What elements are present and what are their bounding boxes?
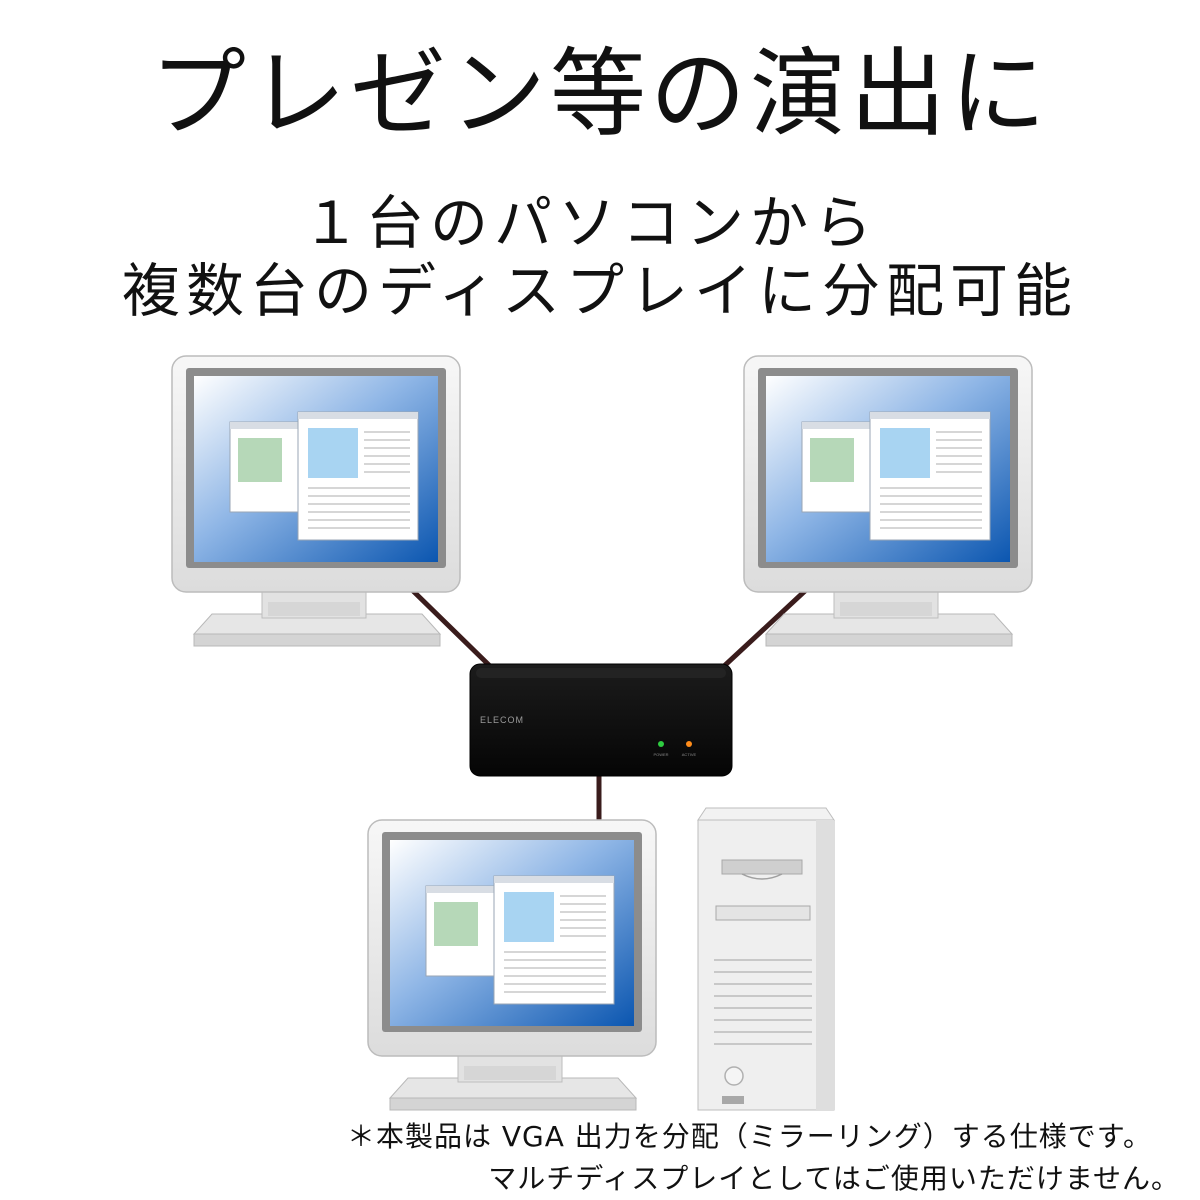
monitor-bottom xyxy=(367,819,657,1111)
footnote-line-1: ＊本製品は VGA 出力を分配（ミラーリング）する仕様です。 xyxy=(346,1120,1152,1153)
active-led-label: ACTIVE xyxy=(682,752,697,757)
subline-1: １台のパソコンから xyxy=(301,189,878,257)
footnote-line-2: マルチディスプレイとしてはご使用いただけません。 xyxy=(488,1162,1180,1195)
vga-cables xyxy=(405,583,809,823)
headline: プレゼン等の演出に xyxy=(150,38,1050,150)
vga-splitter-device: ELECOM POWER ACTIVE xyxy=(469,663,733,777)
power-led-label: POWER xyxy=(653,752,668,757)
pc-tower xyxy=(697,807,835,1111)
connection-diagram: ELECOM POWER ACTIVE xyxy=(171,355,1033,1111)
monitor-top-right xyxy=(743,355,1033,647)
power-led-icon xyxy=(658,741,664,747)
monitor-top-left xyxy=(171,355,461,647)
brand-logo: ELECOM xyxy=(480,715,524,725)
active-led-icon xyxy=(686,741,692,747)
subline-2: 複数台のディスプレイに分配可能 xyxy=(122,257,1078,325)
